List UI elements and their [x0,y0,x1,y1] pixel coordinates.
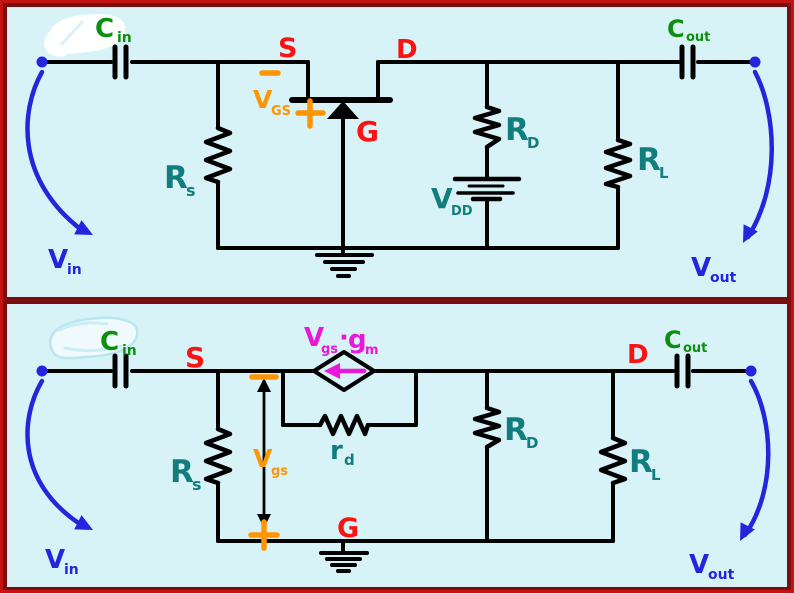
wires [40,60,753,250]
rl-resistor [598,435,628,486]
label-vgs-sub: GS [271,104,291,119]
label-vout-sub: out [708,567,735,583]
cin-capacitor [112,44,129,80]
wires [40,369,750,543]
amplifier-circuit-drawing: C in S D G V GS R s R D V DD R L C out V… [25,14,774,286]
label-cin-sub: in [122,343,137,359]
label-vin: V [45,545,65,575]
vout-arrow [743,69,774,243]
label-cin: C [100,327,119,357]
panel-amplifier-circuit: C in S D G V GS R s R D V DD R L C out V… [7,7,787,297]
vgs-plus-sign [248,519,280,551]
label-rl-sub: L [651,466,661,484]
label-vdd-sub: DD [451,204,473,219]
label-source-vsub: gs [321,342,338,357]
ground-symbol [319,539,369,573]
label-rd: R [504,412,528,448]
label-cin-sub: in [117,30,132,46]
label-cin: C [95,14,114,44]
rd-resistor [472,104,502,150]
label-gate: G [337,513,359,544]
ground-symbol [315,246,374,278]
label-rd-sub: D [527,134,539,152]
label-cout: C [664,326,682,354]
label-source-v: V [304,323,324,353]
output-node-dot [745,365,757,377]
rs-resistor [203,125,233,185]
labels: C in S D G V GS R s R D V DD R L C out V… [48,14,737,286]
label-source-g: g [348,325,367,355]
label-cout: C [667,15,685,43]
label-vout: V [691,253,711,283]
label-drain: D [396,35,418,65]
label-vin-sub: in [64,562,79,578]
rd-small-resistor [317,413,371,437]
rd-resistor [472,405,502,450]
label-vgs: V [253,444,273,473]
label-rd-sub: D [526,434,538,452]
cyan-scribble [49,316,139,360]
label-source-dot: · [339,323,349,353]
label-drain: D [627,340,649,370]
label-cout-sub: out [683,341,707,356]
label-vout-sub: out [710,270,737,286]
white-scribble [44,14,126,57]
vin-arrow [25,378,93,530]
label-rs-sub: s [186,181,196,200]
label-vout: V [689,550,709,580]
label-vgs-sub: gs [271,464,288,479]
current-source-symbol [312,350,376,392]
label-vin-sub: in [67,262,82,278]
label-source: S [278,33,297,64]
label-rs: R [170,454,194,490]
cout-capacitor [679,44,696,80]
label-rd-small: r [330,436,343,466]
cin-capacitor [112,353,129,389]
label-vgs: V [253,85,273,114]
label-current-source: V gs · g m [304,323,379,358]
vin-arrow [25,69,93,235]
panel-small-signal-model: C in S D G V gs · g m V gs r d R s R [7,304,787,587]
small-signal-drawing: C in S D G V gs · g m V gs r d R s R [25,316,771,583]
input-node-dot [36,56,48,68]
rs-resistor [203,426,233,486]
label-rl: R [629,444,653,480]
label-gate: G [356,115,379,148]
label-vin: V [48,245,68,275]
label-rd-small-sub: d [344,451,355,469]
label-rd: R [505,112,529,148]
rl-resistor [603,137,633,190]
vgs-plus-sign [295,98,326,129]
vout-arrow [740,378,771,541]
label-rs-sub: s [192,475,202,494]
cout-capacitor [674,353,691,389]
label-cout-sub: out [686,30,710,45]
label-rs: R [164,160,188,196]
labels: C in S D G V gs · g m V gs r d R s R [45,323,735,583]
label-rl: R [637,142,661,178]
input-node-dot [36,365,48,377]
output-node-dot [749,56,761,68]
label-source-gsub: m [365,343,379,358]
label-source: S [185,341,205,374]
vdd-battery-symbol [452,176,522,202]
label-vdd: V [431,182,453,215]
label-rl-sub: L [659,164,669,182]
